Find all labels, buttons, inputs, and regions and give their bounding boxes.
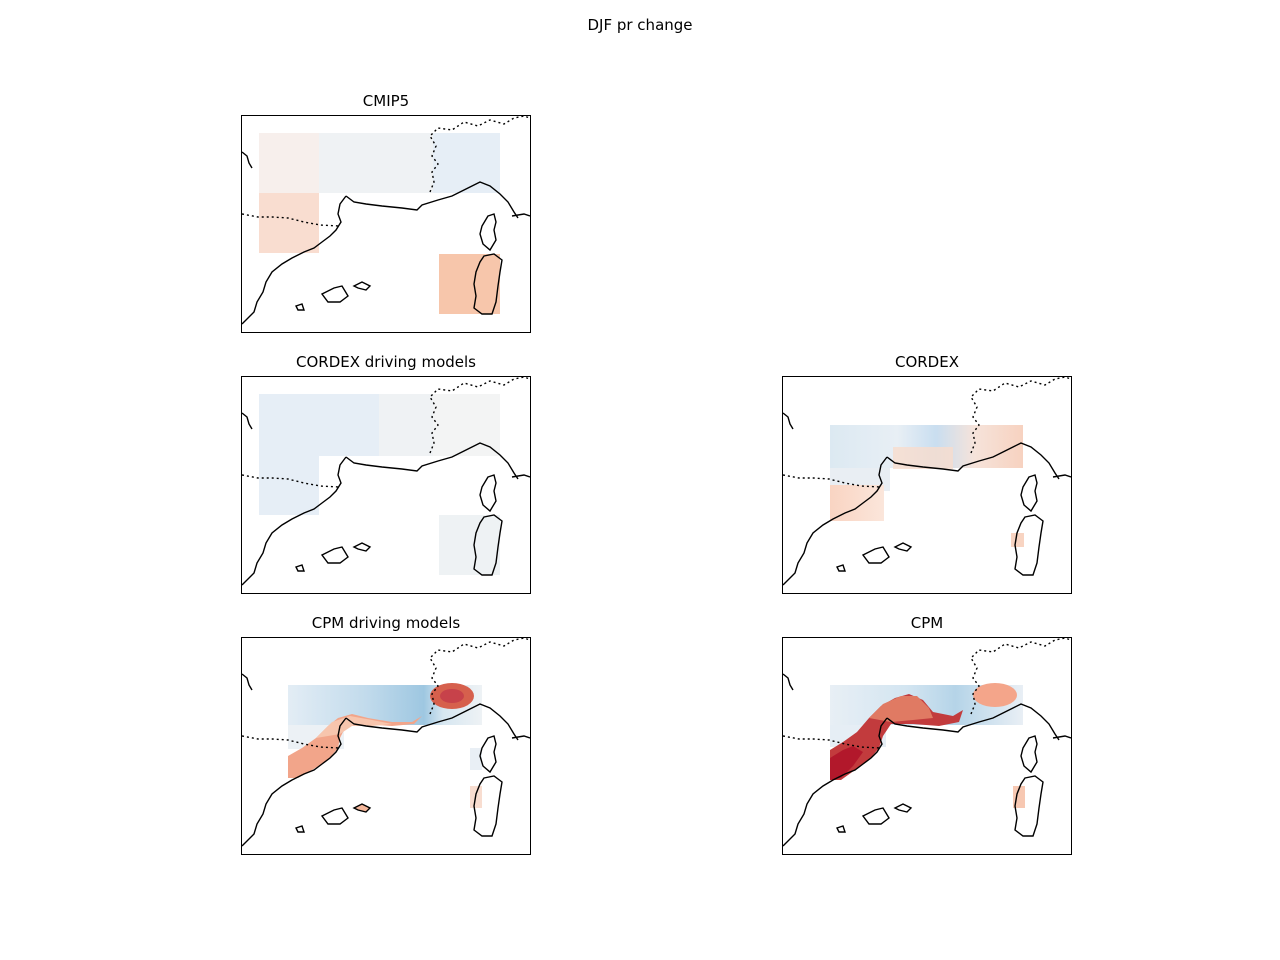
coastline — [242, 673, 530, 847]
coastline — [242, 151, 530, 325]
political-borders — [242, 116, 530, 227]
coastline — [783, 412, 1071, 586]
panel-title-cpm: CPM — [910, 614, 944, 632]
political-borders — [242, 638, 530, 749]
coastline — [783, 673, 1071, 847]
political-borders — [783, 377, 1071, 488]
panel-title-cmip5: CMIP5 — [362, 92, 410, 110]
panel-title-cordex: CORDEX — [894, 353, 959, 371]
map-panel-cordex-driving — [241, 376, 531, 594]
map-panel-cpm — [782, 637, 1072, 855]
political-borders — [783, 638, 1071, 749]
precip-field — [830, 683, 1025, 808]
map-panel-cmip5 — [241, 115, 531, 333]
precip-field — [830, 425, 1024, 547]
map-panel-cpm-driving — [241, 637, 531, 855]
coastline — [242, 412, 530, 586]
precip-cells — [259, 133, 500, 314]
map-panel-cordex — [782, 376, 1072, 594]
precip-field — [288, 683, 482, 808]
political-borders — [242, 377, 530, 488]
precip-cells — [259, 394, 500, 575]
panel-title-cpm-driving: CPM driving models — [311, 614, 461, 632]
panel-title-cordex-driving: CORDEX driving models — [296, 353, 476, 371]
figure-title: DJF pr change — [587, 16, 693, 34]
